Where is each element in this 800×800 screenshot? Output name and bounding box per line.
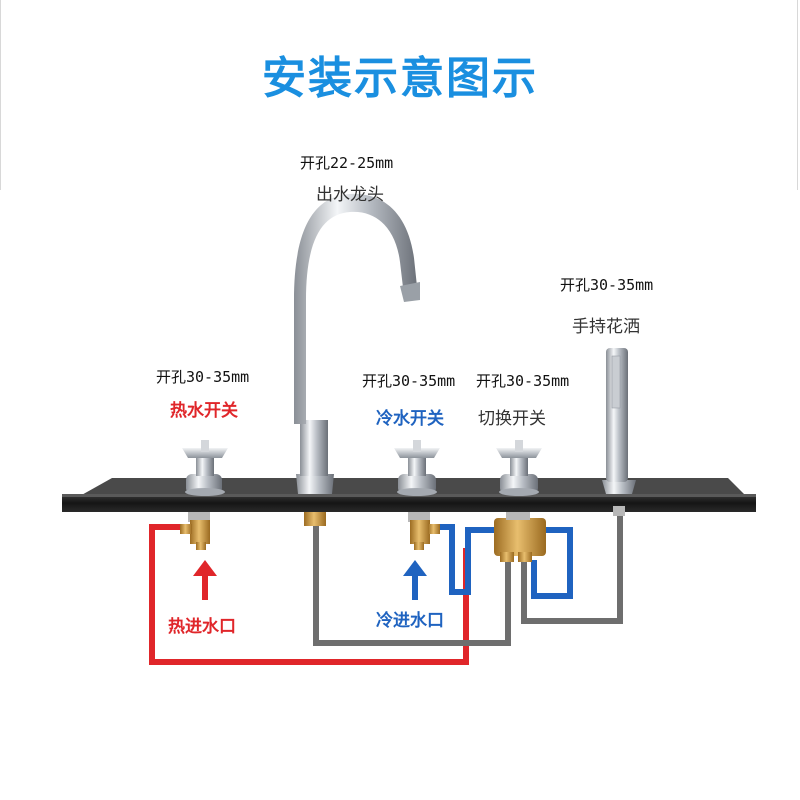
hot-switch-hole-size: 开孔30-35mm	[156, 368, 250, 386]
cold-supply-pipe	[436, 524, 573, 599]
spout-faucet	[294, 193, 420, 526]
hot-valve	[180, 440, 228, 550]
diverter-hole-size: 开孔30-35mm	[476, 372, 570, 390]
cold-inlet-label: 冷进水口	[376, 611, 444, 631]
diverter-valve	[494, 440, 546, 562]
outlet-pipe	[313, 513, 623, 646]
spout-name: 出水龙头	[316, 185, 384, 205]
cold-switch-name: 冷水开关	[376, 409, 444, 429]
hand-shower-name: 手持花洒	[572, 317, 640, 337]
cold-switch-hole-size: 开孔30-35mm	[362, 372, 456, 390]
hot-inlet-label: 热进水口	[168, 617, 236, 637]
hand-shower-hole-size: 开孔30-35mm	[560, 276, 654, 294]
hand-shower	[602, 348, 636, 516]
hot-supply-pipe	[149, 524, 469, 665]
frame-line-right	[797, 0, 798, 190]
diverter-name: 切换开关	[478, 409, 546, 429]
cold-valve	[394, 440, 440, 550]
frame-line-left	[0, 0, 1, 190]
spout-hole-size: 开孔22-25mm	[300, 154, 394, 172]
cold-inlet-arrow	[403, 560, 427, 600]
diagram-title: 安装示意图示	[262, 53, 538, 104]
hot-switch-name: 热水开关	[170, 401, 238, 421]
hot-inlet-arrow	[193, 560, 217, 600]
